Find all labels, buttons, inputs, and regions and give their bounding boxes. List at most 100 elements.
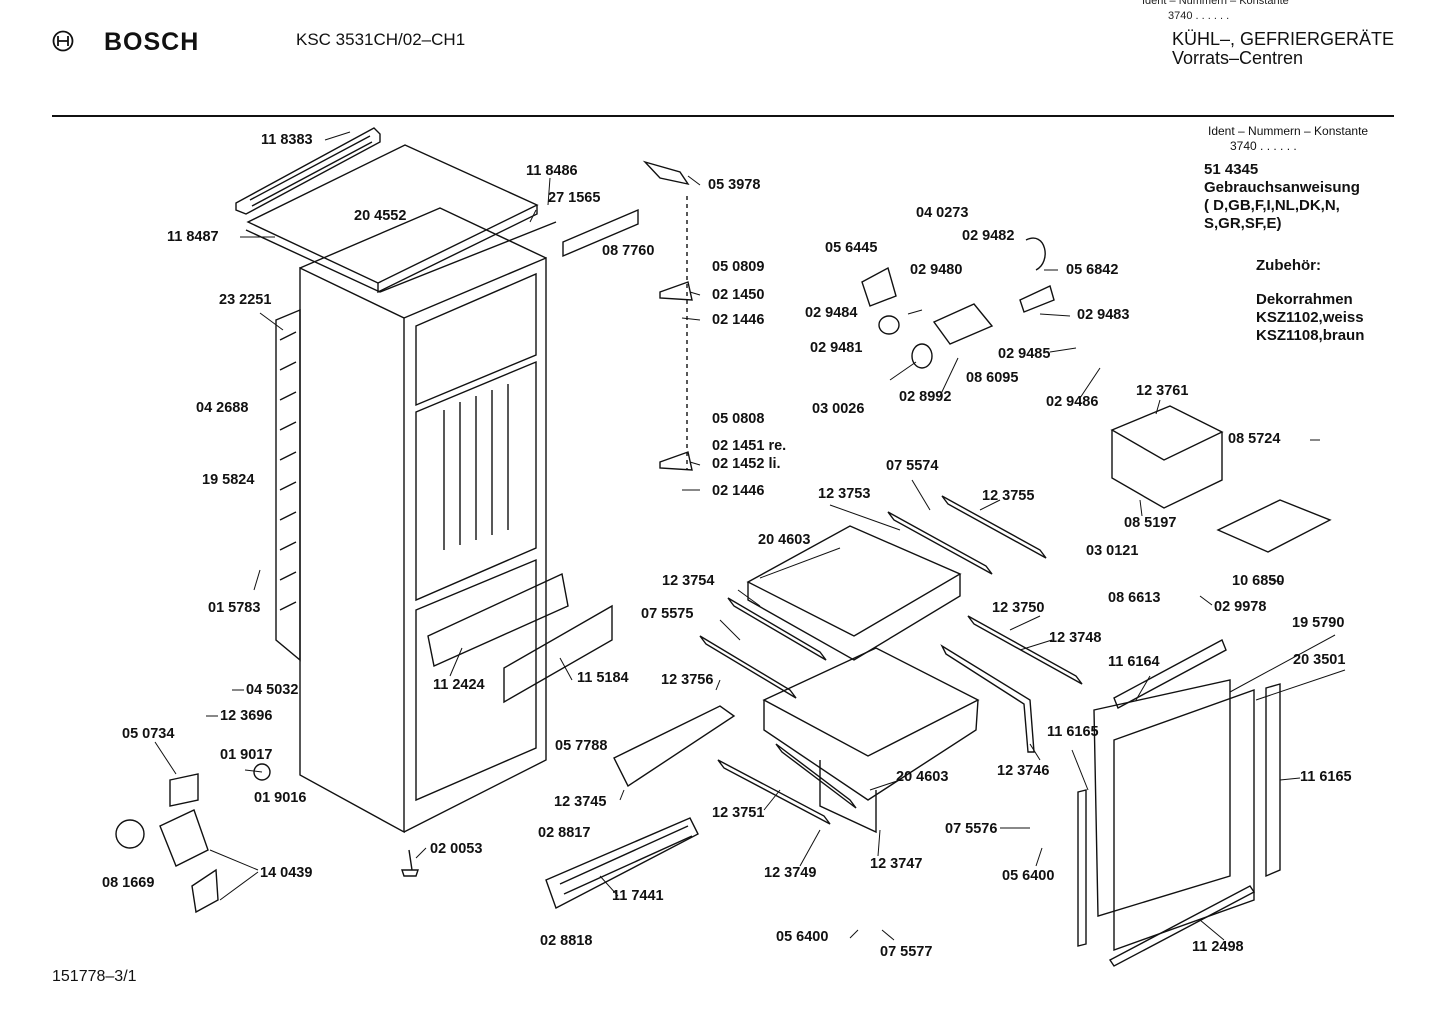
part-label: 07 5577 (880, 944, 933, 960)
part-label: 05 6445 (825, 240, 878, 256)
accessories-title: Zubehör: (1256, 257, 1321, 274)
part-label: 12 3754 (662, 573, 715, 589)
ident-constant: Ident – Nummern – Konstante 3740 . . . .… (1208, 124, 1369, 153)
crisper-frame-part (614, 706, 734, 786)
part-label: 04 0273 (916, 205, 969, 221)
part-label: 12 3751 (712, 805, 765, 821)
part-label: 12 3753 (818, 486, 871, 502)
part-label: 02 1452 li. (712, 456, 781, 472)
rail-part (700, 496, 1082, 824)
part-label: 05 0808 (712, 411, 765, 427)
doc-number: 51 4345 (1204, 161, 1259, 178)
part-label: 02 9484 (805, 305, 858, 321)
part-label: 11 5184 (577, 670, 629, 686)
part-label: 11 8383 (261, 132, 313, 148)
part-label: 07 5574 (886, 458, 939, 474)
top-cover-part (246, 145, 556, 292)
manual-info: 51 4345 Gebrauchsanweisung ( D,GB,F,I,NL… (1204, 161, 1360, 233)
part-label: 08 1669 (102, 875, 155, 891)
part-label: 12 3749 (764, 865, 817, 881)
category-title: KÜHL–, GEFRIERGERÄTE Vorrats–Centren (1172, 29, 1395, 68)
part-label: 08 7760 (602, 243, 655, 259)
part-label: 03 0121 (1086, 543, 1139, 559)
part-label: 05 3978 (708, 177, 761, 193)
part-label: 11 2498 (1192, 939, 1244, 955)
condenser-part (276, 310, 300, 660)
door-part (1078, 640, 1280, 966)
doc-languages-2: S,GR,SF,E) (1204, 215, 1282, 232)
part-label: 20 4552 (354, 208, 407, 224)
hinge-part (660, 282, 692, 300)
part-label: 01 9016 (254, 790, 307, 806)
part-label: 05 0734 (122, 726, 175, 742)
part-label: 05 6842 (1066, 262, 1119, 278)
part-label: 02 9481 (810, 340, 863, 356)
part-label: 05 6400 (776, 929, 829, 945)
part-label: 02 9483 (1077, 307, 1130, 323)
part-label: 12 3748 (1049, 630, 1102, 646)
part-label: 12 3755 (982, 488, 1035, 504)
strip-part (563, 210, 638, 256)
part-label: 02 8817 (538, 825, 591, 841)
part-label: 11 6164 (1108, 654, 1160, 670)
doc-languages-1: ( D,GB,F,I,NL,DK,N, (1204, 197, 1340, 214)
foot-screw-part (402, 850, 418, 876)
part-label: 03 0026 (812, 401, 865, 417)
part-label: 01 9017 (220, 747, 273, 763)
part-label: 12 3696 (220, 708, 273, 724)
fuse-part (254, 764, 270, 780)
part-label: 11 6165 (1300, 769, 1352, 785)
part-label: 08 5197 (1124, 515, 1177, 531)
part-label: 02 8992 (899, 389, 952, 405)
part-label: 02 9480 (910, 262, 963, 278)
part-label: 12 3745 (554, 794, 607, 810)
part-label: 12 3756 (661, 672, 714, 688)
model-number: KSC 3531CH/02–CH1 (296, 30, 466, 49)
part-label: 23 2251 (219, 292, 272, 308)
bosch-logo-icon (52, 30, 74, 52)
part-label: 08 5724 (1228, 431, 1281, 447)
accessories-list: Dekorrahmen KSZ1102,weiss KSZ1108,braun (1256, 291, 1365, 344)
drawer-upper-part (748, 526, 960, 660)
part-label: 04 2688 (196, 400, 249, 416)
brand-name: BOSCH (104, 28, 200, 56)
part-label: 02 1451 re. (712, 438, 787, 454)
doc-title: Gebrauchsanweisung (1204, 179, 1360, 196)
part-label: 07 5575 (641, 606, 694, 622)
top-ident-cutoff: Ident – Nummern – Konstante 3740 . . . .… (1142, 0, 1289, 22)
part-label: 02 9482 (962, 228, 1015, 244)
header-divider (52, 115, 1394, 117)
thermostat-part (862, 238, 1054, 368)
part-label: 12 3746 (997, 763, 1050, 779)
part-label: 11 8486 (526, 163, 578, 179)
part-label: 11 8487 (167, 229, 219, 245)
leader-lines (155, 132, 1345, 940)
part-label: 11 2424 (433, 677, 485, 693)
part-label: 05 0809 (712, 259, 765, 275)
part-label: 20 4603 (758, 532, 811, 548)
top-grille-part (236, 128, 380, 214)
part-label: 12 3747 (870, 856, 923, 872)
ice-tray-part (1112, 406, 1330, 552)
part-label: 02 9485 (998, 346, 1051, 362)
part-label: 07 5576 (945, 821, 998, 837)
bottom-grille-part (546, 818, 698, 908)
part-label: 02 9486 (1046, 394, 1099, 410)
part-label: 20 3501 (1293, 652, 1346, 668)
control-panel-part (428, 574, 612, 702)
part-label: 02 9978 (1214, 599, 1267, 615)
cabinet-body-part (300, 208, 546, 832)
part-label: 19 5824 (202, 472, 255, 488)
part-label: 05 7788 (555, 738, 608, 754)
part-label: 02 1450 (712, 287, 765, 303)
part-label: 05 6400 (1002, 868, 1055, 884)
hinge-part (660, 452, 692, 470)
part-label: 02 1446 (712, 312, 765, 328)
part-label: 27 1565 (548, 190, 601, 206)
drawer-lower-part (764, 648, 978, 832)
part-label: 14 0439 (260, 865, 313, 881)
part-label: 11 7441 (612, 888, 664, 904)
part-label: 20 4603 (896, 769, 949, 785)
part-label: 12 3761 (1136, 383, 1189, 399)
